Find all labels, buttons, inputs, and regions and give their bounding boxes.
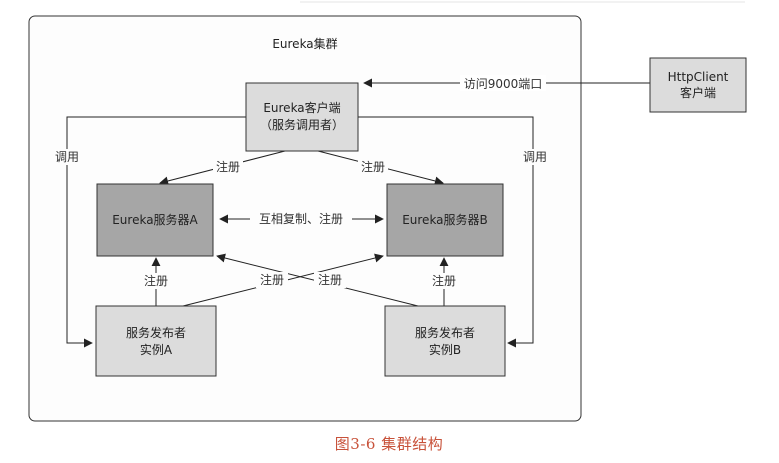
edge-register-client-b: 注册 <box>317 150 444 186</box>
node-eureka-client: Eureka客户端 （服务调用者） <box>245 82 359 152</box>
figure-caption: 图3-6 集群结构 <box>335 435 443 453</box>
edge-replicate: 互相复制、注册 <box>219 211 384 226</box>
edge-register-publisher-b: 注册 <box>428 257 460 306</box>
node-publisher-b-line2: 实例B <box>429 342 461 357</box>
cluster-title: Eureka集群 <box>272 36 337 51</box>
node-publisher-b-line1: 服务发布者 <box>415 325 475 340</box>
node-http-client-line2: 客户端 <box>680 85 716 100</box>
edge-label-register-client-a: 注册 <box>216 159 240 174</box>
edge-label-register-publisher-a: 注册 <box>144 273 168 288</box>
edge-label-register-cross-1: 注册 <box>260 272 284 287</box>
node-eureka-server-b: Eureka服务器B <box>386 183 504 257</box>
node-http-client: HttpClient 客户端 <box>649 57 747 113</box>
node-publisher-b: 服务发布者 实例B <box>384 305 506 377</box>
node-publisher-a: 服务发布者 实例A <box>95 305 217 377</box>
node-publisher-a-line2: 实例A <box>140 342 173 357</box>
node-publisher-a-line1: 服务发布者 <box>126 325 186 340</box>
edge-label-call-right: 调用 <box>523 150 547 164</box>
edge-label-register-client-b: 注册 <box>361 159 385 174</box>
node-eureka-client-line2: （服务调用者） <box>260 117 344 132</box>
edge-label-register-cross-2: 注册 <box>318 272 342 287</box>
edge-call-left: 调用 <box>53 116 246 348</box>
edge-register-publisher-a: 注册 <box>140 257 172 306</box>
node-eureka-server-a-label: Eureka服务器A <box>112 212 198 227</box>
node-http-client-line1: HttpClient <box>668 70 729 84</box>
edge-label-replicate: 互相复制、注册 <box>259 211 343 226</box>
edge-call-right: 调用 <box>358 116 549 348</box>
node-eureka-server-a: Eureka服务器A <box>96 183 214 257</box>
edge-register-client-a: 注册 <box>159 150 286 186</box>
edge-access-port: 访问9000端口 <box>363 75 650 91</box>
edge-label-call-left: 调用 <box>55 150 79 164</box>
node-eureka-client-line1: Eureka客户端 <box>263 100 340 115</box>
edge-label-register-publisher-b: 注册 <box>432 273 456 288</box>
edge-label-access-port: 访问9000端口 <box>464 77 543 91</box>
node-eureka-server-b-label: Eureka服务器B <box>402 212 488 227</box>
